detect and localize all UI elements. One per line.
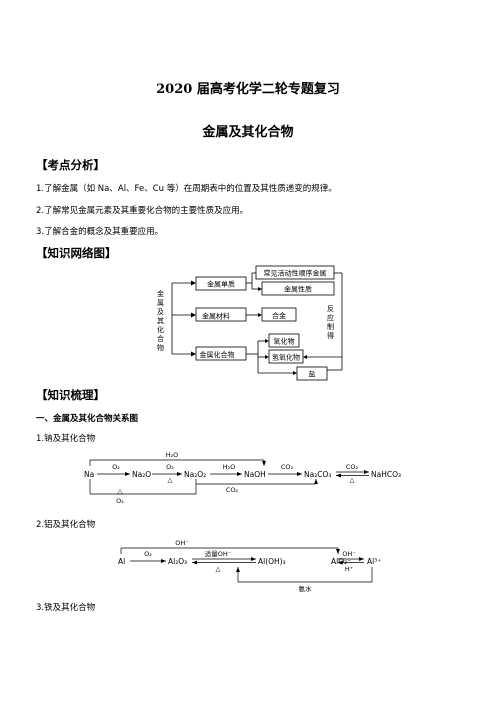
sodium-diagram: Na Na₂O Na₂O₂ NaOH Na₂CO₃ NaHCO₃ H₂O O₂ … — [84, 451, 401, 505]
box-oxide — [268, 333, 300, 348]
root-char-3: 及 — [157, 308, 164, 316]
aluminum-al: Al — [118, 557, 125, 566]
aluminum-o2: O₂ — [144, 550, 152, 558]
sodium-delta-2: △ — [168, 476, 173, 484]
summary-heading: 一、金属及其化合物关系图 — [36, 414, 139, 424]
sodium-co2-4: CO₂ — [281, 463, 294, 471]
label-alloy: 合金 — [272, 311, 286, 320]
sodium-o2-1: O₂ — [112, 463, 120, 471]
sodium-na: Na — [84, 470, 94, 479]
section-network: 【知识网络图】 — [36, 246, 117, 260]
aluminum-diagram: Al Al₂O₃ Al(OH)₃ AlO₂⁻ Al³⁺ OH⁻ O₂ 适量OH⁻… — [118, 539, 381, 593]
sodium-na2o2: Na₂O₂ — [184, 470, 206, 479]
reaction-char-4: 得 — [327, 331, 334, 340]
label-metal-properties: 金属性质 — [284, 285, 312, 294]
box-metal-element — [195, 276, 247, 291]
box-alloy — [261, 307, 297, 322]
analysis-item-3: 3.了解合金的概念及其重要应用。 — [36, 227, 164, 237]
aluminum-aloh3: Al(OH)₃ — [258, 557, 286, 566]
aluminum-ammonia: 氨水 — [299, 584, 313, 593]
label-salt: 盐 — [309, 370, 316, 379]
sodium-heading: 1.钠及其化合物 — [36, 434, 96, 444]
box-metal-compound — [195, 346, 247, 361]
root-char-7: 物 — [157, 343, 164, 352]
label-activity-series: 常见活动性顺序金属 — [264, 269, 327, 278]
sodium-h2o-top: H₂O — [166, 451, 179, 459]
reaction-char-2: 应 — [327, 313, 334, 322]
aluminum-heading: 2.铝及其化合物 — [36, 520, 96, 530]
aluminum-oh-top: OH⁻ — [175, 539, 188, 547]
aluminum-al3: Al³⁺ — [367, 557, 381, 566]
analysis-item-1: 1.了解金属（如 Na、Al、Fe、Cu 等）在周期表中的位置及其性质递变的规律… — [36, 184, 337, 194]
sodium-co2-5: CO₂ — [346, 463, 359, 471]
box-metal-material — [195, 307, 247, 322]
sodium-o2-2: O₂ — [166, 463, 174, 471]
label-metal-compound: 金属化合物 — [200, 350, 235, 359]
sodium-delta-bottom: △ — [118, 487, 123, 495]
doc-title: 2020 届高考化学二轮专题复习 — [156, 82, 340, 97]
aluminum-delta: △ — [216, 565, 221, 573]
root-char-4: 其 — [157, 317, 164, 325]
sodium-o2-bottom: O₂ — [116, 497, 124, 505]
root-vertical-label: 金 属 及 其 化 合 物 — [157, 289, 164, 352]
root-char-1: 金 — [157, 289, 164, 298]
aluminum-h-right: H⁺ — [345, 565, 353, 573]
sodium-delta-5: △ — [350, 476, 355, 484]
section-summary: 【知识梳理】 — [36, 388, 105, 402]
box-salt — [296, 366, 328, 381]
label-metal-element: 金属单质 — [207, 280, 235, 289]
aluminum-al2o3: Al₂O₃ — [168, 557, 187, 566]
analysis-item-2: 2.了解常见金属元素及其重要化合物的主要性质及应用。 — [36, 206, 249, 216]
reaction-char-3: 制 — [327, 322, 334, 331]
network-diagram: 金 属 及 其 化 合 物 金属单质 常见活动性顺序金属 金属性质 金属材料 合… — [157, 265, 343, 381]
label-oxide: 氧化物 — [274, 337, 295, 346]
aluminum-oh-right: OH⁻ — [342, 550, 355, 558]
box-metal-properties — [261, 281, 335, 296]
sodium-na2o: Na₂O — [132, 470, 151, 479]
label-metal-material: 金属材料 — [202, 312, 230, 321]
box-hydroxide — [268, 349, 304, 364]
reaction-prep-label: 反 应 制 得 — [327, 304, 334, 340]
sodium-naoh: NaOH — [244, 470, 266, 479]
doc-subtitle: 金属及其化合物 — [202, 125, 294, 140]
root-char-2: 属 — [157, 299, 164, 307]
root-char-6: 合 — [157, 334, 164, 343]
sodium-co2-bottom: CO₂ — [226, 486, 239, 494]
root-char-5: 化 — [157, 325, 164, 334]
label-hydroxide: 氢氧化物 — [272, 353, 300, 362]
box-activity-series — [255, 265, 335, 280]
sodium-na2co3: Na₂CO₃ — [304, 470, 331, 479]
section-analysis: 【考点分析】 — [36, 158, 105, 172]
aluminum-excess-oh: 适量OH⁻ — [205, 549, 231, 558]
sodium-nahco3: NaHCO₃ — [371, 470, 401, 479]
iron-heading: 3.铁及其化合物 — [36, 603, 96, 613]
reaction-char-1: 反 — [327, 304, 334, 313]
sodium-h2o-3: H₂O — [223, 463, 236, 471]
